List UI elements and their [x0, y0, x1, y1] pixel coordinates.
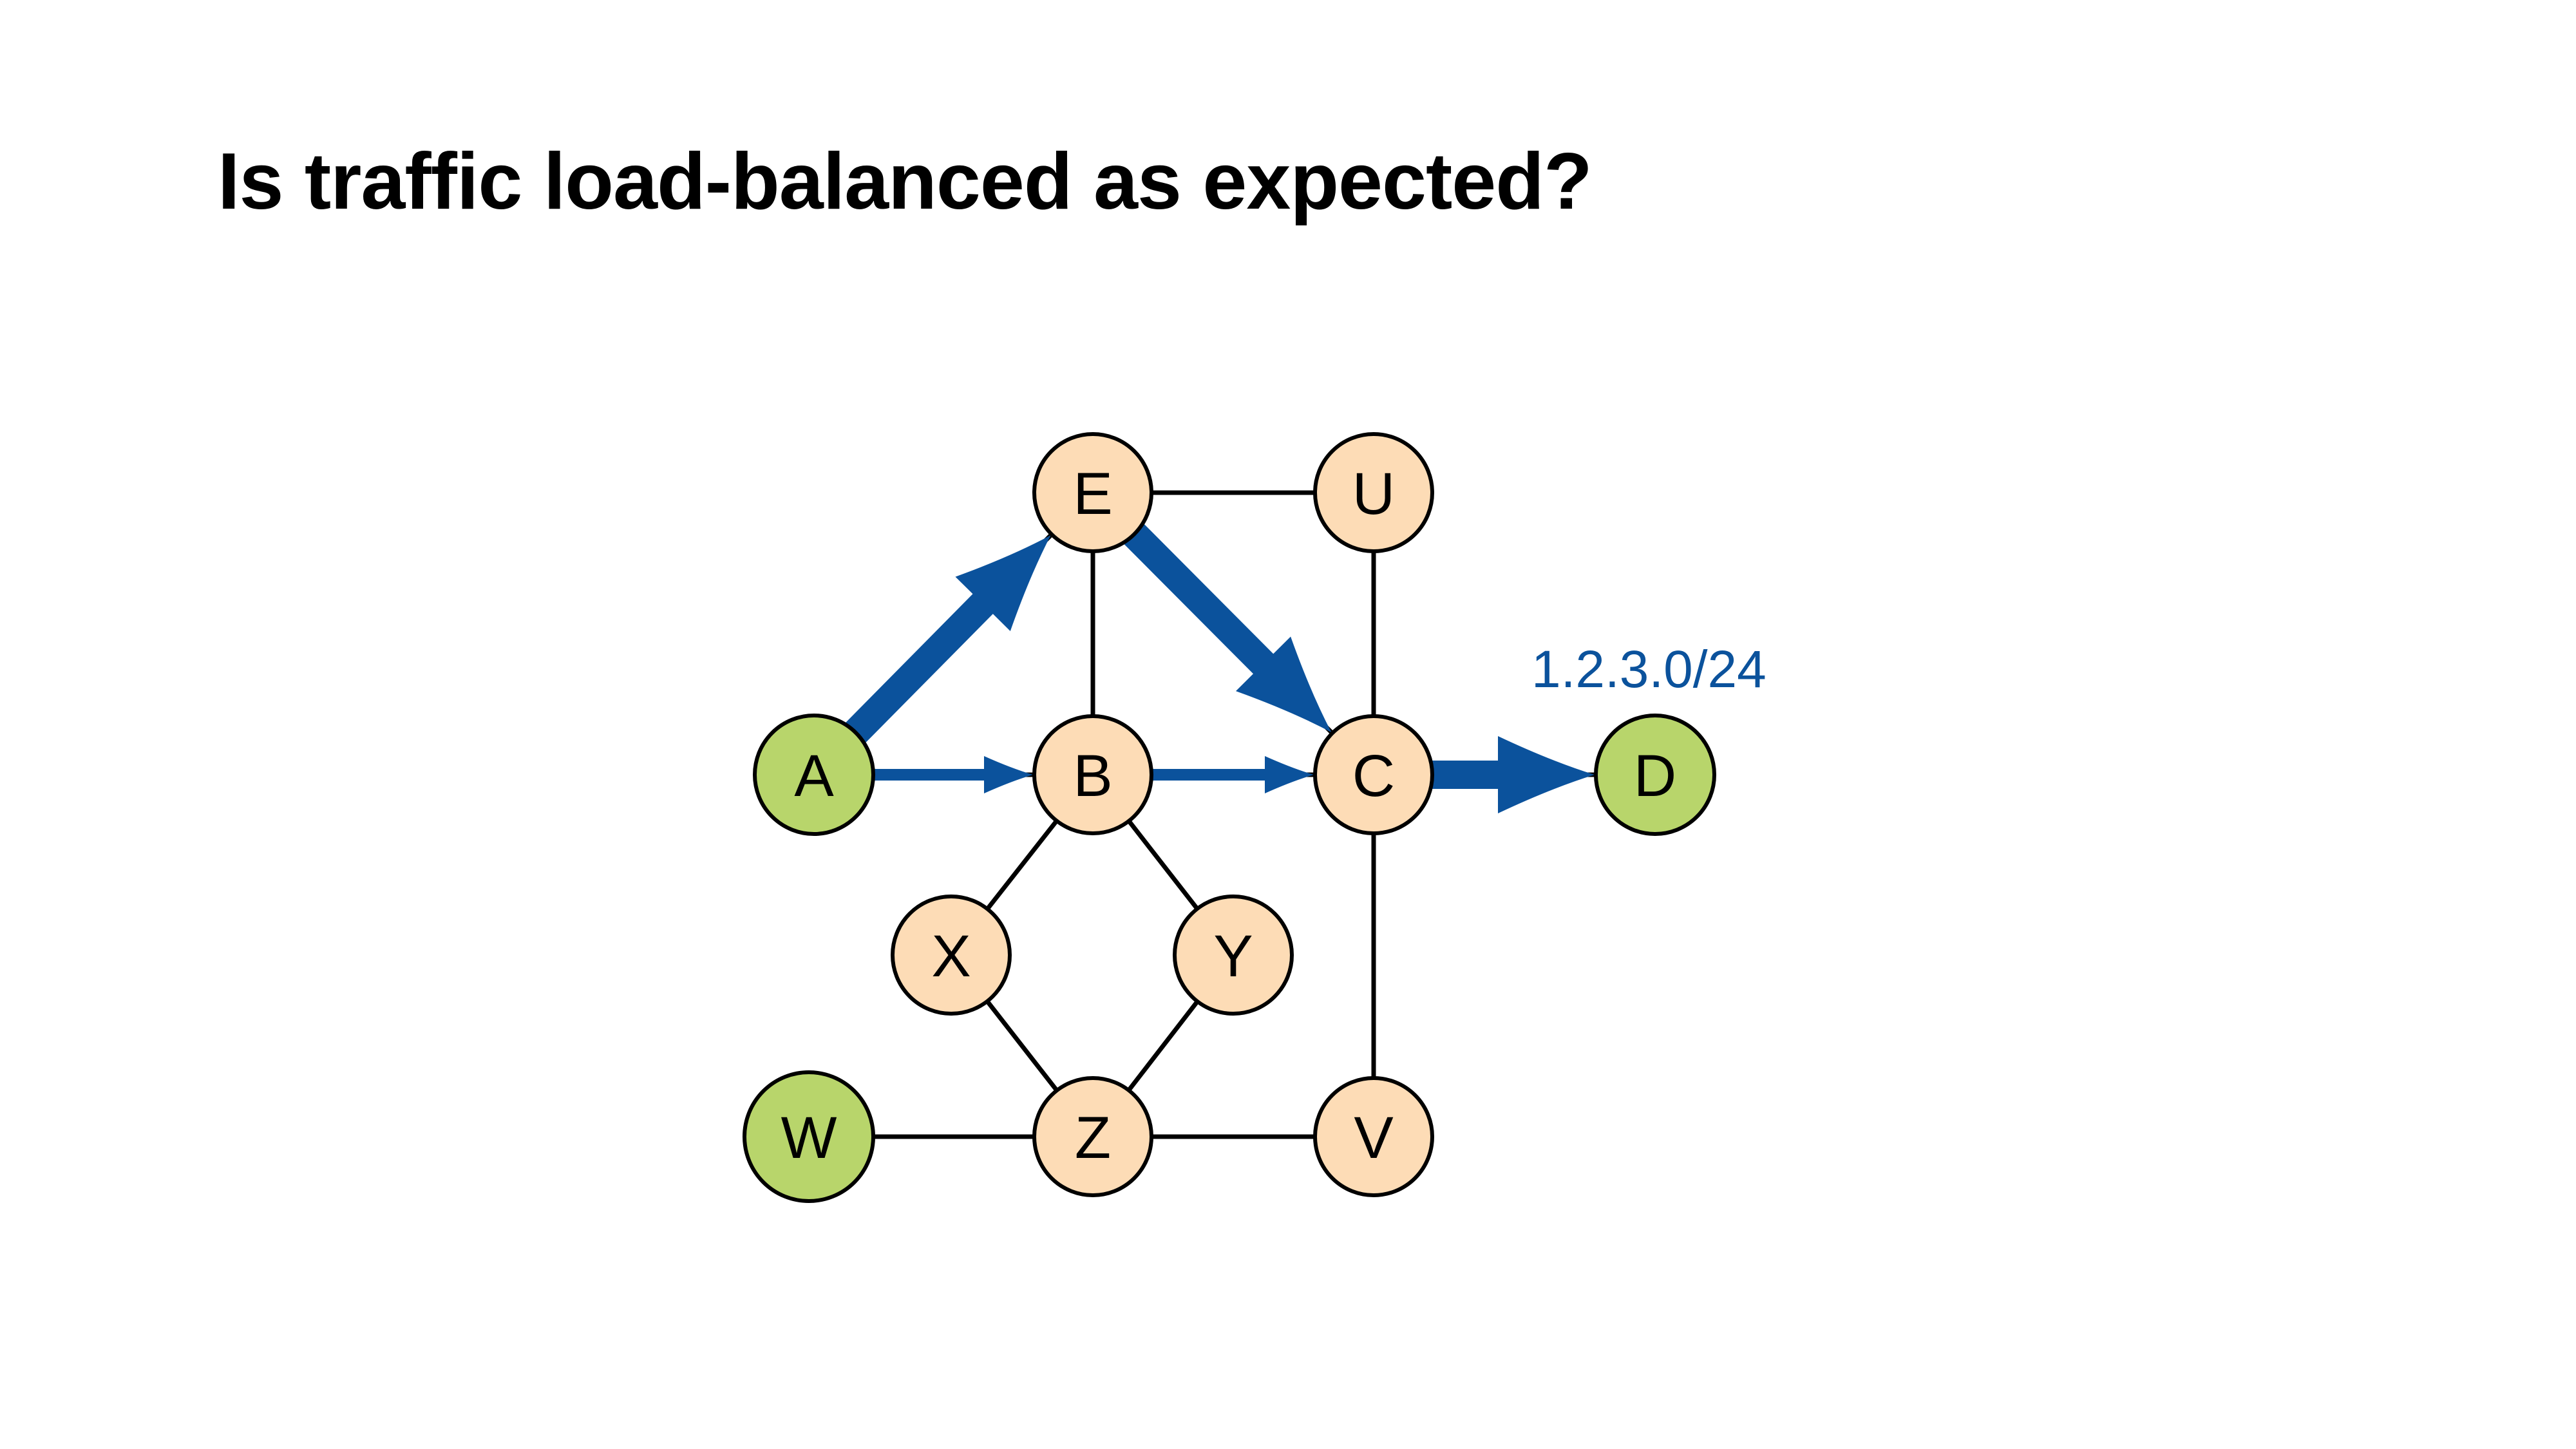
node-circle	[1032, 714, 1153, 835]
node-label: Y	[1213, 923, 1253, 989]
node-circle	[1032, 1076, 1153, 1197]
node-label: U	[1352, 461, 1395, 527]
flow-arrow-c-d	[1430, 736, 1595, 813]
node-label: V	[1354, 1105, 1393, 1171]
node-label: X	[931, 923, 971, 989]
node-v[interactable]: V	[1313, 1076, 1434, 1197]
node-y[interactable]: Y	[1173, 895, 1294, 1016]
node-circle	[1173, 895, 1294, 1016]
node-label: E	[1073, 461, 1112, 527]
flow-arrow-b-c	[1149, 756, 1314, 793]
flow-arrow-e-c	[1122, 522, 1332, 733]
node-circle	[1313, 1076, 1434, 1197]
node-x[interactable]: X	[891, 895, 1012, 1016]
node-circle	[1594, 714, 1716, 836]
node-d[interactable]: D	[1594, 714, 1716, 836]
node-label: D	[1634, 743, 1676, 809]
links-layer	[809, 490, 1655, 1139]
flows-layer	[844, 522, 1595, 813]
node-circle	[743, 1070, 875, 1203]
node-circle	[1313, 714, 1434, 835]
node-circle	[1032, 432, 1153, 553]
node-z[interactable]: Z	[1032, 1076, 1153, 1197]
slide-title: Is traffic load-balanced as expected?	[218, 137, 1593, 226]
flow-arrow-a-b	[871, 756, 1033, 793]
node-label: Z	[1075, 1105, 1111, 1171]
node-circle	[891, 895, 1012, 1016]
node-e[interactable]: E	[1032, 432, 1153, 553]
prefix-label: 1.2.3.0/24	[1531, 640, 1766, 699]
node-label: B	[1073, 743, 1112, 809]
node-a[interactable]: A	[753, 714, 875, 836]
node-label: C	[1352, 743, 1395, 809]
node-label: W	[781, 1105, 837, 1171]
node-circle	[1313, 432, 1434, 553]
node-circle	[753, 714, 875, 836]
node-u[interactable]: U	[1313, 432, 1434, 553]
nodes-layer: E U A B C D X Y W Z V	[743, 432, 1716, 1203]
node-c[interactable]: C	[1313, 714, 1434, 835]
node-label: A	[794, 743, 834, 809]
node-w[interactable]: W	[743, 1070, 875, 1203]
flow-arrow-a-e	[844, 535, 1051, 744]
node-b[interactable]: B	[1032, 714, 1153, 835]
